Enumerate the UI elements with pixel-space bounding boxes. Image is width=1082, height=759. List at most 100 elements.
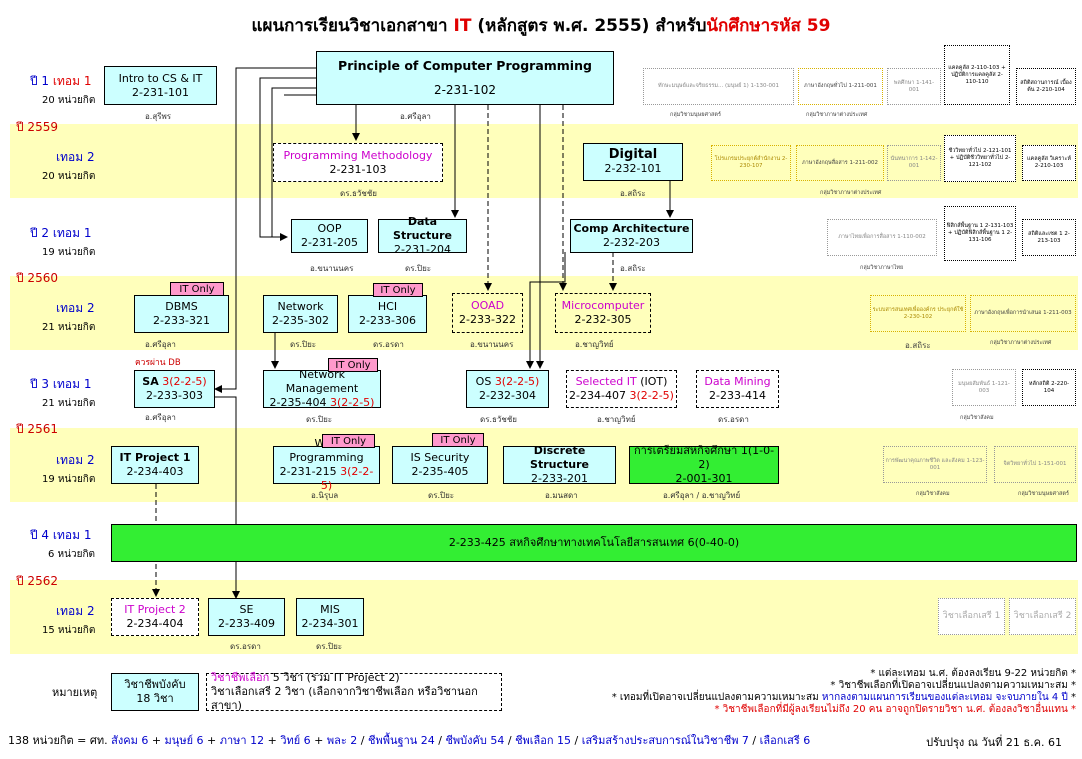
course-code: 2-235-302 [272, 314, 329, 327]
gened-g2b[interactable]: ภาษาอังกฤษสื่อสาร 1-211-002 [796, 145, 884, 181]
course-name: IT Project 2 [124, 603, 186, 616]
course-intro-cs-it[interactable]: Intro to CS & IT 2-231-101 [104, 66, 217, 105]
row-label-y1t1: ปี 1 เทอม 1 [30, 74, 92, 88]
gened-group-label: กลุ่มวิชามนุษยศาสตร์ [670, 112, 721, 118]
course-programming-methodology[interactable]: Programming Methodology 2-231-103 [273, 143, 443, 182]
legend-required-title: วิชาชีพบังคับ [124, 678, 186, 691]
prof-prep: อ.ศรีอุลา / อ.ชาญวิทย์ [663, 491, 741, 500]
course-ooad[interactable]: OOAD 2-233-322 [452, 293, 523, 333]
course-code: 2-232-305 [574, 313, 632, 326]
note-3: * เทอมที่เปิดอาจเปลี่ยนแปลงตามความเหมาะส… [611, 692, 1076, 703]
row-label-y3t1: ปี 3 เทอม 1 [30, 377, 92, 391]
legend-required-count: 18 วิชา [136, 692, 174, 705]
course-mis[interactable]: MIS 2-234-301 [296, 598, 364, 636]
course-principle-programming[interactable]: Principle of Computer Programming 2-231-… [316, 51, 614, 105]
prof-ca: อ.สถิระ [620, 264, 646, 273]
free-elective-1[interactable]: วิชาเลือกเสรี 1 [938, 598, 1005, 635]
gened-g2c[interactable]: นันทนาการ 1-142-001 [887, 145, 941, 181]
course-microcomputer[interactable]: Microcomputer 2-232-305 [555, 293, 651, 333]
course-name: การเตรียมสหกิจศึกษา 1(1-0-2) [633, 444, 775, 471]
prof-dm: ดร.อรดา [718, 415, 749, 424]
course-code: 2-233-321 [153, 314, 210, 327]
course-code: 2-231-101 [132, 85, 189, 99]
gened-g1e[interactable]: สถิติสถานการณ์ เบื้องต้น 2-210-104 [1016, 68, 1076, 105]
course-comp-architecture[interactable]: Comp Architecture 2-232-203 [570, 219, 693, 253]
gened-g5a[interactable]: มนุษยสัมพันธ์ 1-121-003 [952, 369, 1016, 406]
course-coop-preparation[interactable]: การเตรียมสหกิจศึกษา 1(1-0-2) 2-001-301 [629, 444, 779, 485]
gened-g1a[interactable]: ทักษะมนุษย์และจริยธรรม... (มนุษย์ 1) 1-1… [643, 68, 794, 105]
sa-note: ควรผ่าน DB [135, 358, 181, 368]
course-is-security[interactable]: IS Security 2-235-405 [392, 446, 488, 484]
units-y1t2: 20 หน่วยกิต [42, 171, 96, 182]
course-name: IS Security [410, 451, 470, 464]
course-hci[interactable]: HCI 2-233-306 [348, 295, 427, 333]
note-2: * วิชาชีพเลือกที่เปิดอาจเปลี่ยนแปลงตามคว… [830, 680, 1076, 691]
gened-g3b[interactable]: ฟิสิกส์พื้นฐาน 1 2-131-103 + ปฏิบัติฟิสิ… [944, 206, 1016, 261]
course-data-mining[interactable]: Data Mining 2-233-414 [696, 370, 779, 408]
prof-ds: ดร.ปิยะ [405, 264, 432, 273]
course-coop-education[interactable]: 2-233-425 สหกิจศึกษาทางเทคโนโลยีสารสนเทศ… [111, 524, 1077, 562]
gened-g4a[interactable]: ระบบสารสนเทศเพื่อองค์กร ประยุกต์ใช้ 2-23… [870, 295, 966, 332]
prof-web: อ.นิรุบล [311, 491, 339, 500]
course-code: 2-233-322 [459, 313, 516, 326]
course-code: 2-233-201 [531, 472, 588, 485]
course-name: DBMS [165, 300, 198, 313]
course-selected-it[interactable]: Selected IT (IOT) 2-234-407 3(2-2-5) [566, 370, 677, 408]
note-1: * แต่ละเทอม น.ศ. ต้องลงเรียน 9-22 หน่วยก… [870, 668, 1076, 679]
free-elective-2[interactable]: วิชาเลือกเสรี 2 [1009, 598, 1076, 635]
gened-g4b[interactable]: ภาษาอังกฤษเพื่อการนำเสนอ 1-211-003 [970, 295, 1076, 332]
gened-g6b[interactable]: จิตวิทยาทั่วไป 1-151-001 [994, 446, 1076, 483]
prof-disc: อ.มนสดา [545, 491, 578, 500]
gened-g2a[interactable]: โปรแกรมประยุกต์สำนักงาน 2-230-107 [711, 145, 791, 181]
course-dbms[interactable]: DBMS 2-233-321 [134, 295, 229, 333]
course-data-structure[interactable]: Data Structure 2-231-204 [378, 215, 467, 256]
course-web-programming[interactable]: Web Programming 2-231-215 3(2-2-5) [273, 437, 380, 492]
prof-sa: อ.ศรีอุลา [145, 413, 176, 422]
prof-network: ดร.ปิยะ [290, 340, 317, 349]
course-name: OOAD [470, 299, 505, 312]
course-code: 2-233-414 [709, 389, 766, 402]
course-network[interactable]: Network 2-235-302 [263, 295, 338, 333]
gened-g1b[interactable]: ภาษาอังกฤษทั่วไป 1-211-001 [798, 68, 883, 105]
course-it-project-2[interactable]: IT Project 2 2-234-404 [111, 598, 199, 636]
course-code: 2-234-404 [126, 617, 184, 630]
prof-ooad: อ.ขนานนคร [470, 340, 514, 349]
course-oop[interactable]: OOP 2-231-205 [291, 219, 368, 253]
course-it-project-1[interactable]: IT Project 1 2-234-403 [111, 446, 199, 484]
gened-g2e[interactable]: แคลคูลัส วิเคราะห์ 2-210-103 [1022, 145, 1076, 181]
gened-g2d[interactable]: ชีววิทยาทั่วไป 2-121-101 + ปฏิบัติชีววิท… [944, 135, 1016, 182]
prof-os: ดร.ธวัชชัย [480, 415, 517, 424]
prof-pcp: อ.ศรีอุลา [400, 112, 431, 121]
credit-summary: 138 หน่วยกิต = ศท. สังคม 6 + มนุษย์ 6 + … [8, 734, 811, 747]
it-only-badge: IT Only [170, 282, 224, 296]
course-name: Network Management [285, 368, 359, 395]
it-only-badge: IT Only [373, 283, 423, 297]
gened-g3a[interactable]: ภาษาไทยเพื่อการสื่อสาร 1-110-002 [827, 219, 937, 256]
course-network-management[interactable]: Network Management 2-235-404 3(2-2-5) [263, 368, 381, 409]
gened-g3c[interactable]: สถิติและเซต 1 2-213-103 [1022, 219, 1076, 256]
units-y4t1: 6 หน่วยกิต [48, 549, 95, 560]
gened-g5b[interactable]: หลักสถิติ 2-220-104 [1022, 369, 1076, 406]
gened-g6a[interactable]: การพัฒนาคุณภาพชีวิต และสังคม 1-123-001 [883, 446, 987, 483]
prof-dbms: อ.ศรีอุลา [145, 340, 176, 349]
course-name: Data Mining [704, 375, 771, 388]
course-code: 2-232-304 [479, 389, 536, 402]
course-code: 2-001-301 [675, 472, 733, 485]
course-discrete-structure[interactable]: Discrete Structure 2-233-201 [503, 444, 616, 485]
row-label-y1t2: เทอม 2 [56, 150, 95, 164]
gened-g1c[interactable]: พลศึกษา 1-141-001 [887, 68, 941, 105]
gened-group-label: กลุ่มวิชาภาษาต่างประเทศ [990, 340, 1052, 346]
prof-mis: ดร.ปิยะ [316, 642, 343, 651]
course-name: Comp Architecture [573, 222, 690, 235]
course-name: Data Structure [393, 215, 452, 242]
legend-required: วิชาชีพบังคับ 18 วิชา [111, 673, 199, 711]
course-digital[interactable]: Digital 2-232-101 [583, 143, 683, 181]
prof-intro: อ.สุรีพร [145, 112, 172, 121]
gened-g1d[interactable]: แคลคูลัส 2-110-103 + ปฏิบัติการแคลคูลัส … [944, 45, 1010, 105]
course-sa[interactable]: SA 3(2-2-5) 2-233-303 [134, 370, 215, 408]
course-se[interactable]: SE 2-233-409 [208, 598, 285, 636]
course-name: Discrete Structure [530, 444, 589, 471]
legend-major-elective: วิชาชีพเลือก 5 วิชา (รวม IT Project 2) [211, 671, 400, 684]
course-os[interactable]: OS 3(2-2-5) 2-232-304 [466, 370, 549, 408]
course-name: IT Project 1 [119, 451, 191, 464]
